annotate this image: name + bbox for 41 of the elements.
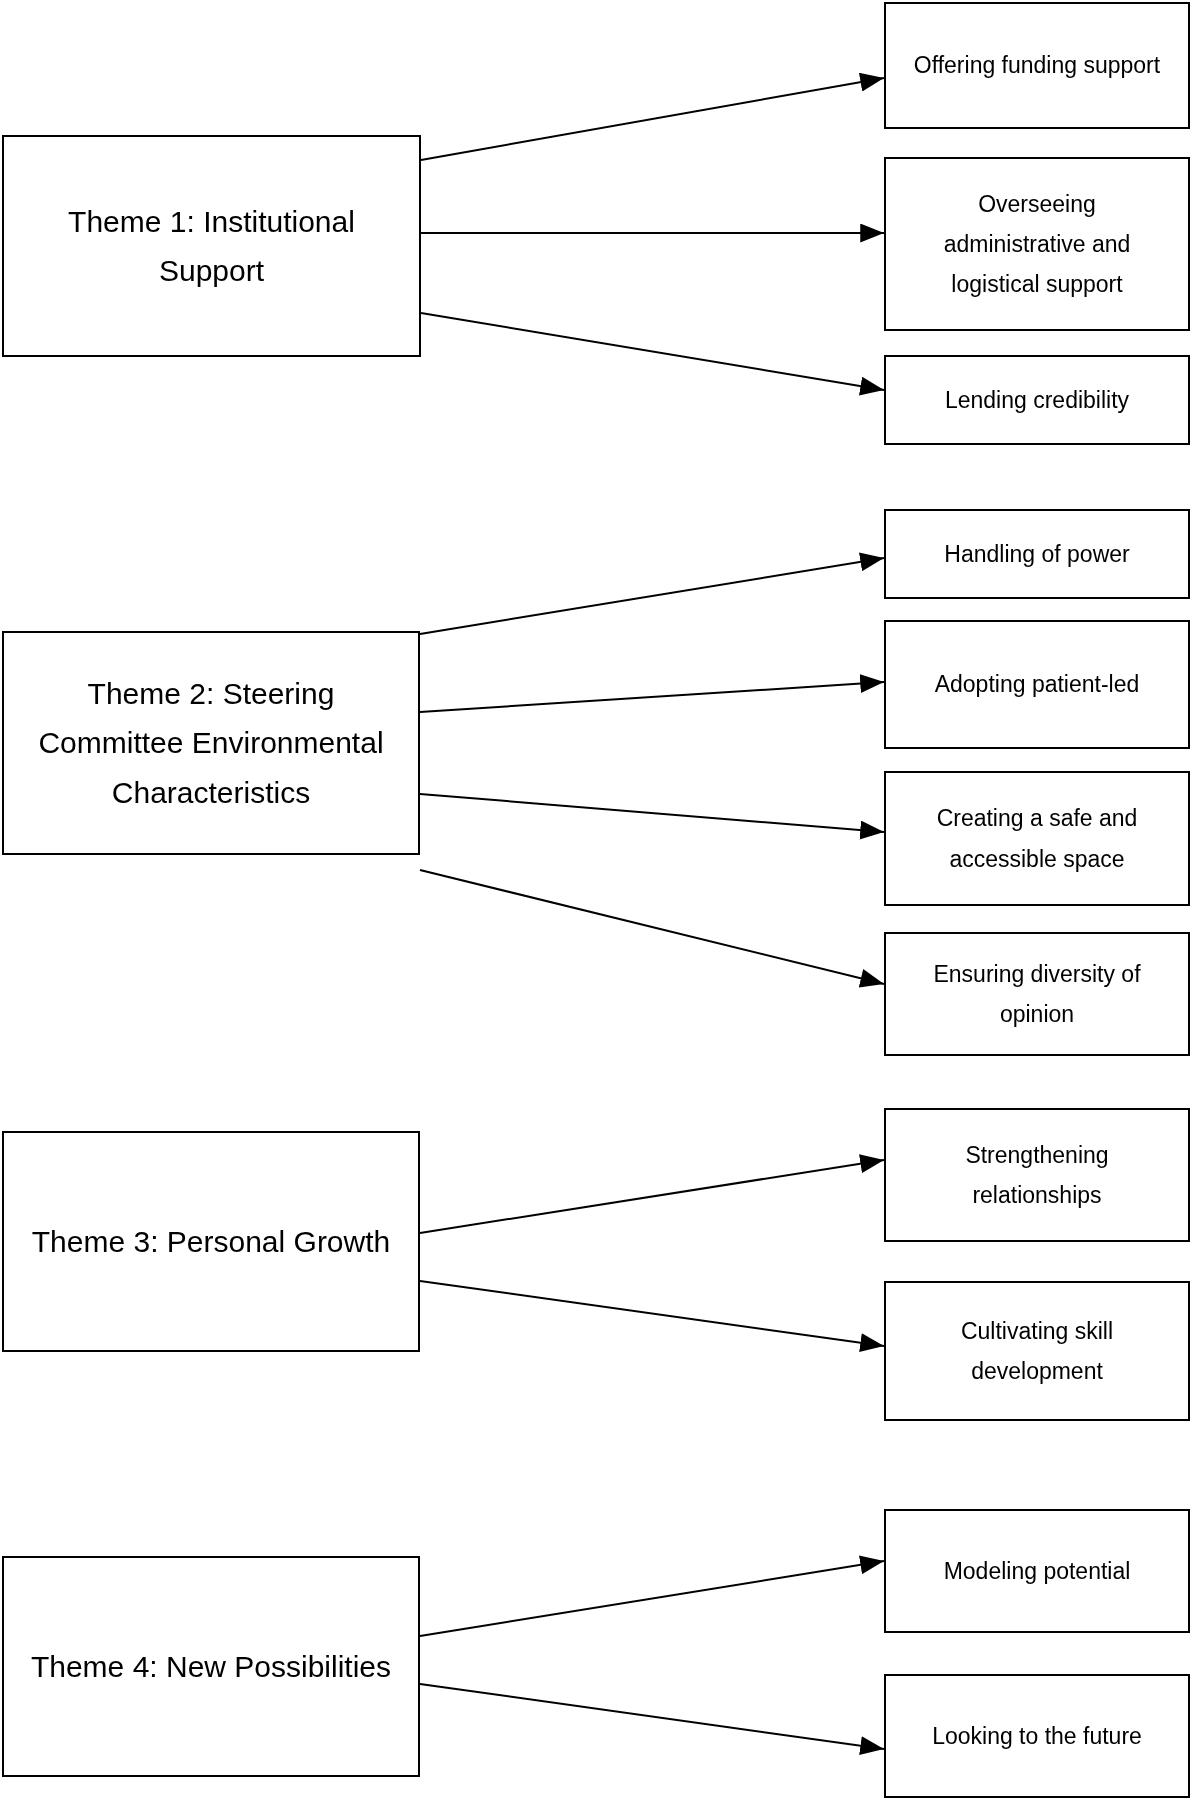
subtheme-label: Strengthening relationships [964, 1140, 1110, 1210]
subtheme-label: Overseeing administrative and logistical support [942, 189, 1132, 300]
arrow [420, 72, 885, 161]
subtheme-label: Modeling potential [943, 1556, 1131, 1586]
theme-label: Theme 4: New Possibilities [30, 1648, 392, 1685]
arrow [419, 674, 885, 713]
theme-label: Theme 2: Steering Committee Environmental Characteristics [37, 675, 385, 811]
arrow [419, 552, 885, 635]
arrow [419, 793, 885, 840]
subtheme-label: Lending credibility [944, 385, 1130, 415]
theme-box [2, 1556, 420, 1777]
subtheme-label: Offering funding support [913, 51, 1161, 81]
subtheme-box [884, 157, 1190, 331]
subtheme-box [884, 620, 1190, 749]
arrow [419, 1683, 885, 1756]
subtheme-label: Handling of power [944, 539, 1130, 569]
arrow [419, 1555, 885, 1637]
theme-box [2, 135, 421, 357]
subtheme-box [884, 1509, 1190, 1633]
subtheme-label: Looking to the future [932, 1721, 1142, 1751]
subtheme-box [884, 2, 1190, 129]
theme-label: Theme 3: Personal Growth [31, 1223, 391, 1260]
subtheme-box [884, 509, 1190, 599]
subtheme-box [884, 932, 1190, 1056]
arrow [419, 869, 885, 988]
subtheme-label: Ensuring diversity of opinion [932, 959, 1142, 1029]
subtheme-box [884, 355, 1190, 445]
theme-box [2, 631, 420, 855]
arrow [420, 223, 885, 243]
subtheme-label: Cultivating skill development [959, 1316, 1115, 1386]
subtheme-label: Adopting patient-led [934, 670, 1140, 700]
subtheme-label: Creating a safe and accessible space [935, 804, 1139, 874]
subtheme-box [884, 1674, 1190, 1798]
theme-box [2, 1131, 420, 1352]
arrow [419, 1280, 885, 1353]
theme-label: Theme 1: Institutional Support [67, 203, 356, 289]
arrow [420, 312, 885, 396]
subtheme-box [884, 1108, 1190, 1242]
arrow [419, 1154, 885, 1234]
subtheme-box [884, 1281, 1190, 1421]
subtheme-box [884, 771, 1190, 906]
